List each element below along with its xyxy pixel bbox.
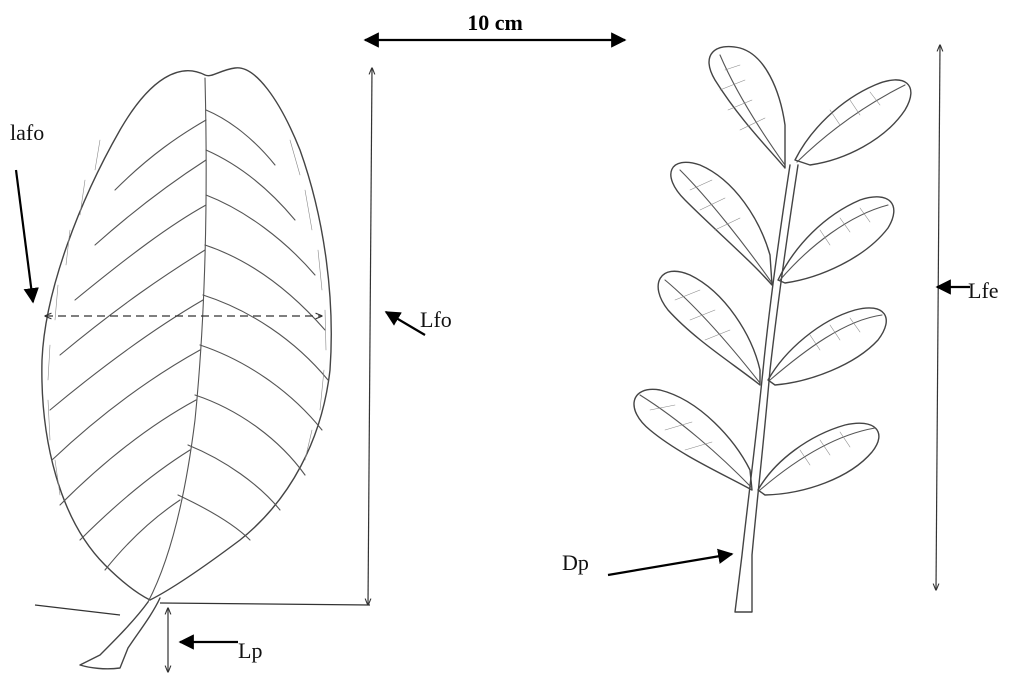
leaflet-base-line bbox=[160, 603, 370, 605]
scale-bar-label: 10 cm bbox=[467, 10, 523, 35]
compound-leaf-drawing bbox=[634, 47, 911, 612]
label-dp-group: Dp bbox=[562, 550, 732, 575]
label-lfe-group: Lfe bbox=[937, 278, 999, 303]
label-dp-arrow bbox=[608, 554, 732, 575]
leaflet-petiole bbox=[80, 598, 160, 669]
label-lafo-group: lafo bbox=[10, 120, 44, 302]
compound-leaflet bbox=[671, 162, 772, 285]
label-lafo: lafo bbox=[10, 120, 44, 145]
compound-leaflet bbox=[709, 47, 785, 168]
leaflet-midrib bbox=[148, 78, 206, 602]
scale-bar: 10 cm bbox=[365, 10, 625, 40]
label-lp: Lp bbox=[238, 638, 262, 663]
compound-leaflet bbox=[634, 389, 752, 490]
compound-leaf-rachis bbox=[735, 165, 798, 612]
compound-leaflet bbox=[758, 423, 879, 495]
compound-leaflet bbox=[795, 80, 911, 165]
leaflet-drawing bbox=[42, 68, 331, 669]
compound-leaflet bbox=[658, 271, 760, 385]
label-lafo-arrow bbox=[16, 170, 33, 302]
compound-leaf-length-line bbox=[936, 45, 940, 590]
label-lfo: Lfo bbox=[420, 307, 452, 332]
label-lp-group: Lp bbox=[180, 638, 262, 663]
label-lfe: Lfe bbox=[968, 278, 999, 303]
leaflet-length-dimension bbox=[35, 68, 372, 615]
compound-leaflet bbox=[778, 197, 894, 283]
label-lfo-group: Lfo bbox=[386, 307, 452, 335]
compound-leaf-length-dimension bbox=[936, 45, 940, 590]
leaflet-length-line bbox=[368, 68, 372, 605]
compound-leaflet bbox=[768, 308, 886, 385]
label-dp: Dp bbox=[562, 550, 589, 575]
